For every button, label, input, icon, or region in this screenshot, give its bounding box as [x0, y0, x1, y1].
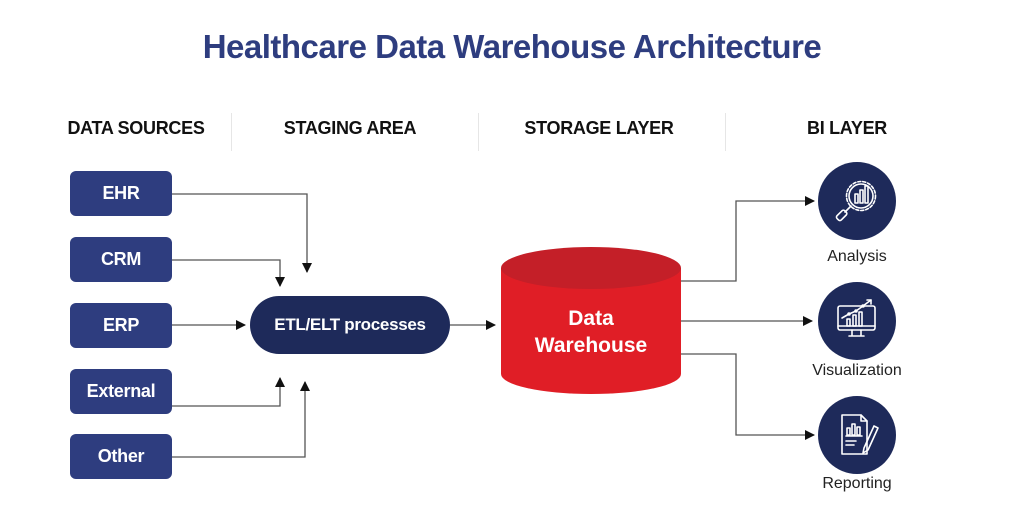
column-divider — [478, 113, 479, 151]
data-warehouse-label: Data Warehouse — [501, 305, 681, 359]
arrow-ehr-to-etl — [172, 193, 312, 273]
visualization-label: Visualization — [812, 362, 902, 379]
report-pencil-icon — [841, 414, 879, 455]
source-erp: ERP — [70, 303, 172, 348]
arrow-crm-to-etl — [172, 259, 285, 287]
column-header-data-sources: DATA SOURCES — [67, 118, 205, 138]
source-ehr: EHR — [70, 171, 172, 216]
column-header-bi-layer: BI LAYER — [807, 118, 887, 138]
column-header-storage-layer: STORAGE LAYER — [524, 118, 674, 138]
arrow-other-to-etl — [172, 381, 310, 458]
visualization-node — [818, 282, 896, 360]
column-header-staging-area: STAGING AREA — [283, 118, 417, 138]
data-warehouse-label-line2: Warehouse — [534, 334, 648, 357]
analysis-node — [818, 162, 896, 240]
data-warehouse-label-line1: Data — [568, 307, 614, 330]
etl-process-node: ETL/ELT processes — [250, 296, 450, 354]
source-other: Other — [70, 434, 172, 479]
arrow-warehouse-to-reporting — [681, 353, 815, 440]
monitor-chart-icon — [837, 299, 876, 337]
magnifier-chart-icon — [835, 180, 877, 222]
arrow-external-to-etl — [172, 377, 285, 407]
column-divider — [231, 113, 232, 151]
source-crm: CRM — [70, 237, 172, 282]
arrow-warehouse-to-analysis — [681, 196, 815, 282]
analysis-label: Analysis — [827, 248, 887, 265]
diagram-title: Healthcare Data Warehouse Architecture — [202, 28, 822, 65]
reporting-label: Reporting — [822, 475, 892, 492]
reporting-node — [818, 396, 896, 474]
column-divider — [725, 113, 726, 151]
source-external: External — [70, 369, 172, 414]
